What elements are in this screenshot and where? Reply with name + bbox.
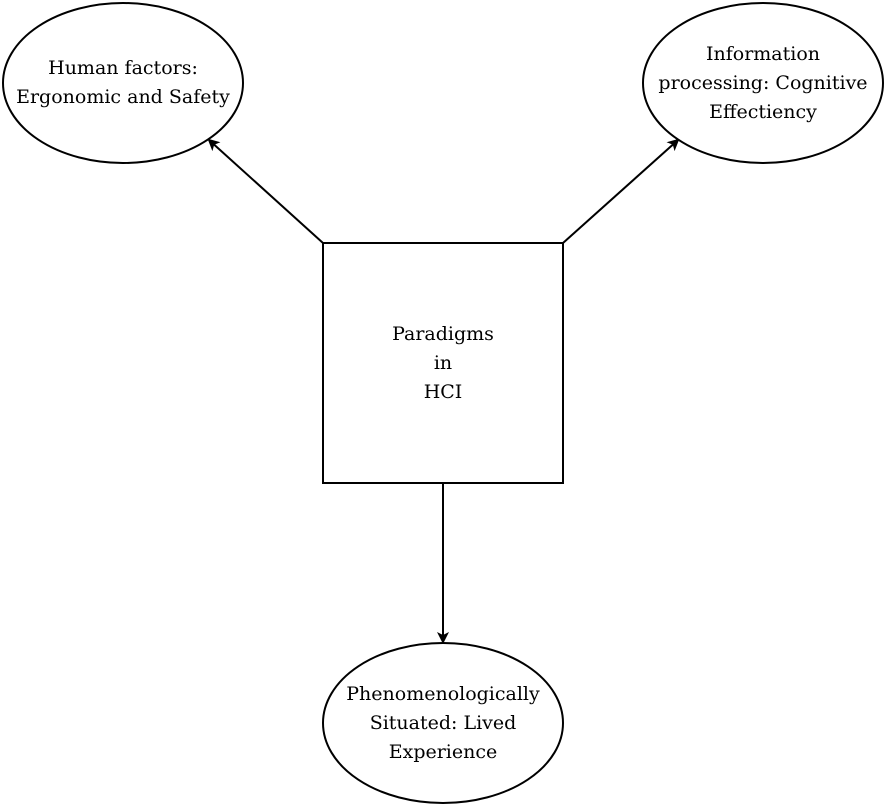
phenomenological-line-1: Phenomenologically (346, 682, 540, 705)
information-processing-line-2: processing: Cognitive (658, 71, 868, 94)
information-processing-line-3: Effectiency (709, 100, 817, 123)
human-factors-ellipse (2, 2, 244, 164)
center-label-line-1: Paradigms (392, 322, 494, 345)
center-box-label: Paradigms in HCI (323, 243, 563, 483)
human-factors-line-2: Ergonomic and Safety (16, 86, 230, 108)
information-processing-line-1: Information (705, 42, 821, 65)
phenomenological-line-2: Situated: Lived (369, 711, 517, 734)
arrow-to-human-factors (207, 138, 324, 244)
center-label-line-3: HCI (423, 380, 463, 403)
phenomenological-label: Phenomenologically Situated: Lived Exper… (323, 643, 563, 803)
human-factors-label: Human factors: Ergonomic and Safety (3, 3, 243, 163)
arrow-to-information-processing (562, 138, 680, 244)
center-box (322, 242, 564, 484)
information-processing-ellipse (642, 2, 884, 164)
center-label-line-2: in (433, 351, 453, 374)
phenomenological-line-3: Experience (388, 740, 498, 763)
phenomenological-ellipse (322, 642, 564, 804)
human-factors-line-1: Human factors: (48, 57, 198, 79)
information-processing-label: Information processing: Cognitive Effect… (643, 3, 883, 163)
